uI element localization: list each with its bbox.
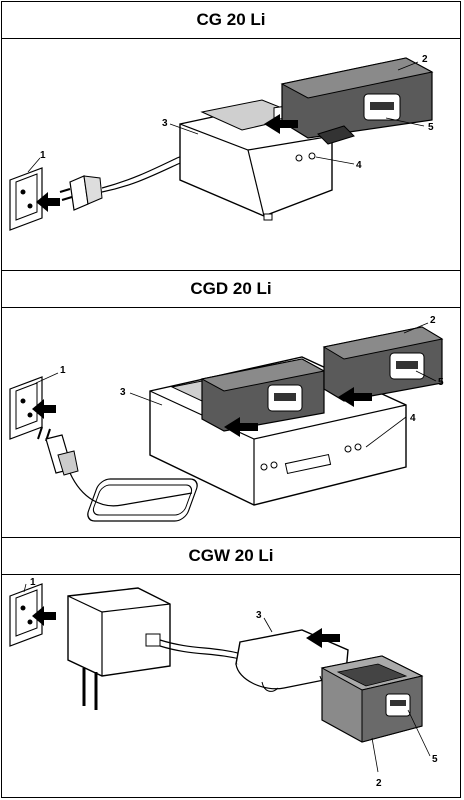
diagram-cg20li: 1 3 4 2 5 [9, 54, 434, 231]
label-wall-socket: 1 [30, 577, 36, 588]
battery-pack-icon [280, 57, 434, 145]
label-wall-socket: 1 [60, 365, 66, 376]
label-charger: 3 [256, 610, 262, 621]
panel-cgw20li: 1 3 2 5 [2, 576, 460, 797]
label-battery: 2 [376, 778, 382, 789]
power-cable [159, 639, 243, 655]
charger-cg [179, 99, 333, 221]
diagram-cgd20li: 1 3 4 2 5 [9, 315, 444, 522]
slide-arrow-icon [306, 628, 340, 648]
diagram-cgw20li: 1 3 2 5 [9, 577, 438, 789]
label-charger: 3 [120, 387, 126, 398]
insert-arrow-icon [32, 399, 56, 419]
panel-cgd20li: 1 3 4 2 5 [2, 309, 460, 538]
insert-arrow-icon [32, 606, 56, 626]
section-title-cgd20li: CGD 20 Li [1, 270, 461, 308]
label-indicator: 4 [356, 160, 362, 171]
label-latch: 5 [428, 122, 434, 133]
slide-arrow-icon [224, 417, 258, 437]
wall-socket-icon [9, 583, 43, 647]
battery-pack-icon-2 [322, 326, 444, 402]
panel-cg20li: 1 3 4 2 5 [2, 40, 460, 271]
power-plug-icon [37, 426, 79, 476]
power-cable [69, 472, 193, 507]
battery-pack-icon [320, 655, 424, 743]
label-wall-socket: 1 [40, 150, 46, 161]
label-latch: 5 [438, 377, 444, 388]
insert-arrow-icon [36, 192, 60, 212]
label-charger: 3 [162, 118, 168, 129]
section-title-cgw20li: CGW 20 Li [1, 537, 461, 575]
power-plug-icon [59, 175, 103, 211]
wall-socket-icon [9, 167, 43, 231]
label-latch: 5 [432, 754, 438, 765]
label-indicator: 4 [410, 413, 416, 424]
label-battery: 2 [430, 315, 436, 326]
label-battery: 2 [422, 54, 428, 65]
slide-arrow-icon [264, 114, 298, 134]
slide-arrow-icon-2 [338, 387, 372, 407]
power-adapter-icon [67, 587, 171, 710]
section-title-cg20li: CG 20 Li [1, 1, 461, 39]
